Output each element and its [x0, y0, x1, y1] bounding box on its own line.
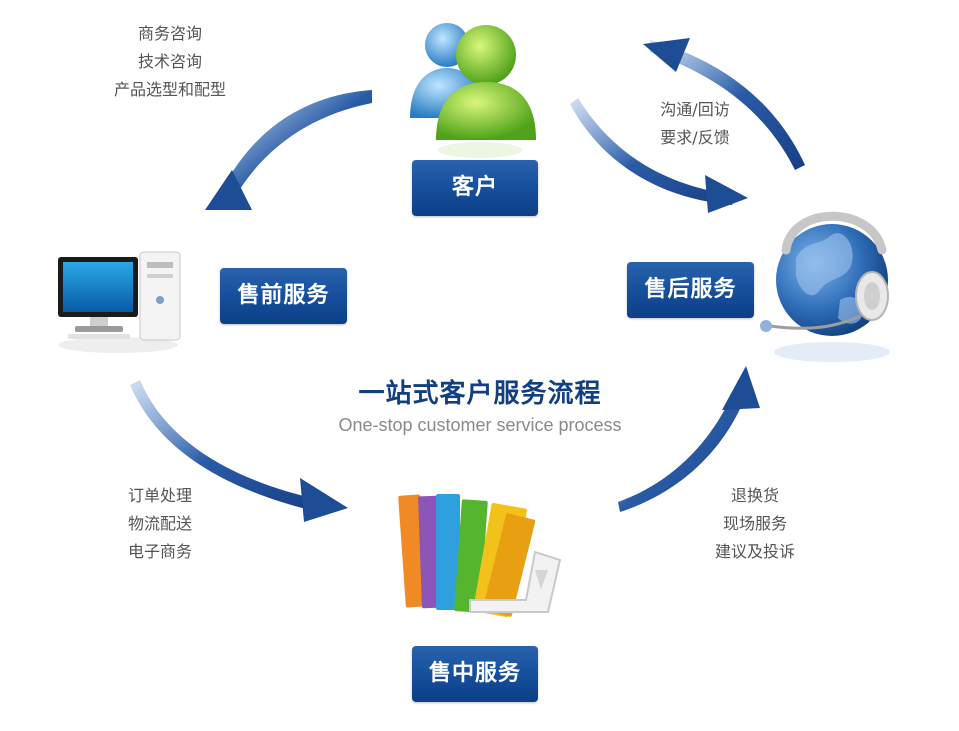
arrow-presale-to-insale: [130, 380, 348, 522]
computer-icon: [58, 251, 181, 353]
diagram-title: 一站式客户服务流程: [358, 379, 602, 409]
note-item: 电子商务: [127, 542, 192, 561]
stage-presale-label: 售前服务: [220, 268, 347, 324]
stage-customer-label: 客户: [412, 160, 538, 216]
users-icon: [410, 23, 536, 158]
note-item: 物流配送: [127, 514, 192, 533]
note-item: 技术咨询: [137, 52, 202, 71]
stage-aftersale-label: 售后服务: [627, 262, 754, 318]
note-item: 沟通/回访: [660, 100, 730, 119]
note-item: 退换货: [730, 486, 779, 505]
note-item: 要求/反馈: [660, 128, 730, 147]
arrow-insale-to-aftersale: [618, 366, 760, 512]
insale-notes: 订单处理 物流配送 电子商务: [100, 482, 220, 566]
stage-insale-label: 售中服务: [412, 646, 538, 702]
diagram-subtitle: One-stop customer service process: [338, 415, 622, 435]
aftersale-notes: 退换货 现场服务 建议及投诉: [695, 482, 815, 566]
note-item: 产品选型和配型: [113, 80, 226, 99]
note-item: 现场服务: [722, 514, 787, 533]
arrow-customer-to-aftersale: [570, 38, 805, 213]
books-icon: [398, 494, 562, 617]
note-item: 订单处理: [127, 486, 192, 505]
headset-globe-icon: [760, 211, 890, 362]
arrow-customer-to-presale: [205, 90, 372, 210]
note-item: 建议及投诉: [714, 542, 795, 561]
customer-to-aftersale-notes: 沟通/回访 要求/反馈: [640, 96, 750, 152]
note-item: 商务咨询: [137, 24, 202, 43]
presale-notes: 商务咨询 技术咨询 产品选型和配型: [100, 20, 240, 104]
